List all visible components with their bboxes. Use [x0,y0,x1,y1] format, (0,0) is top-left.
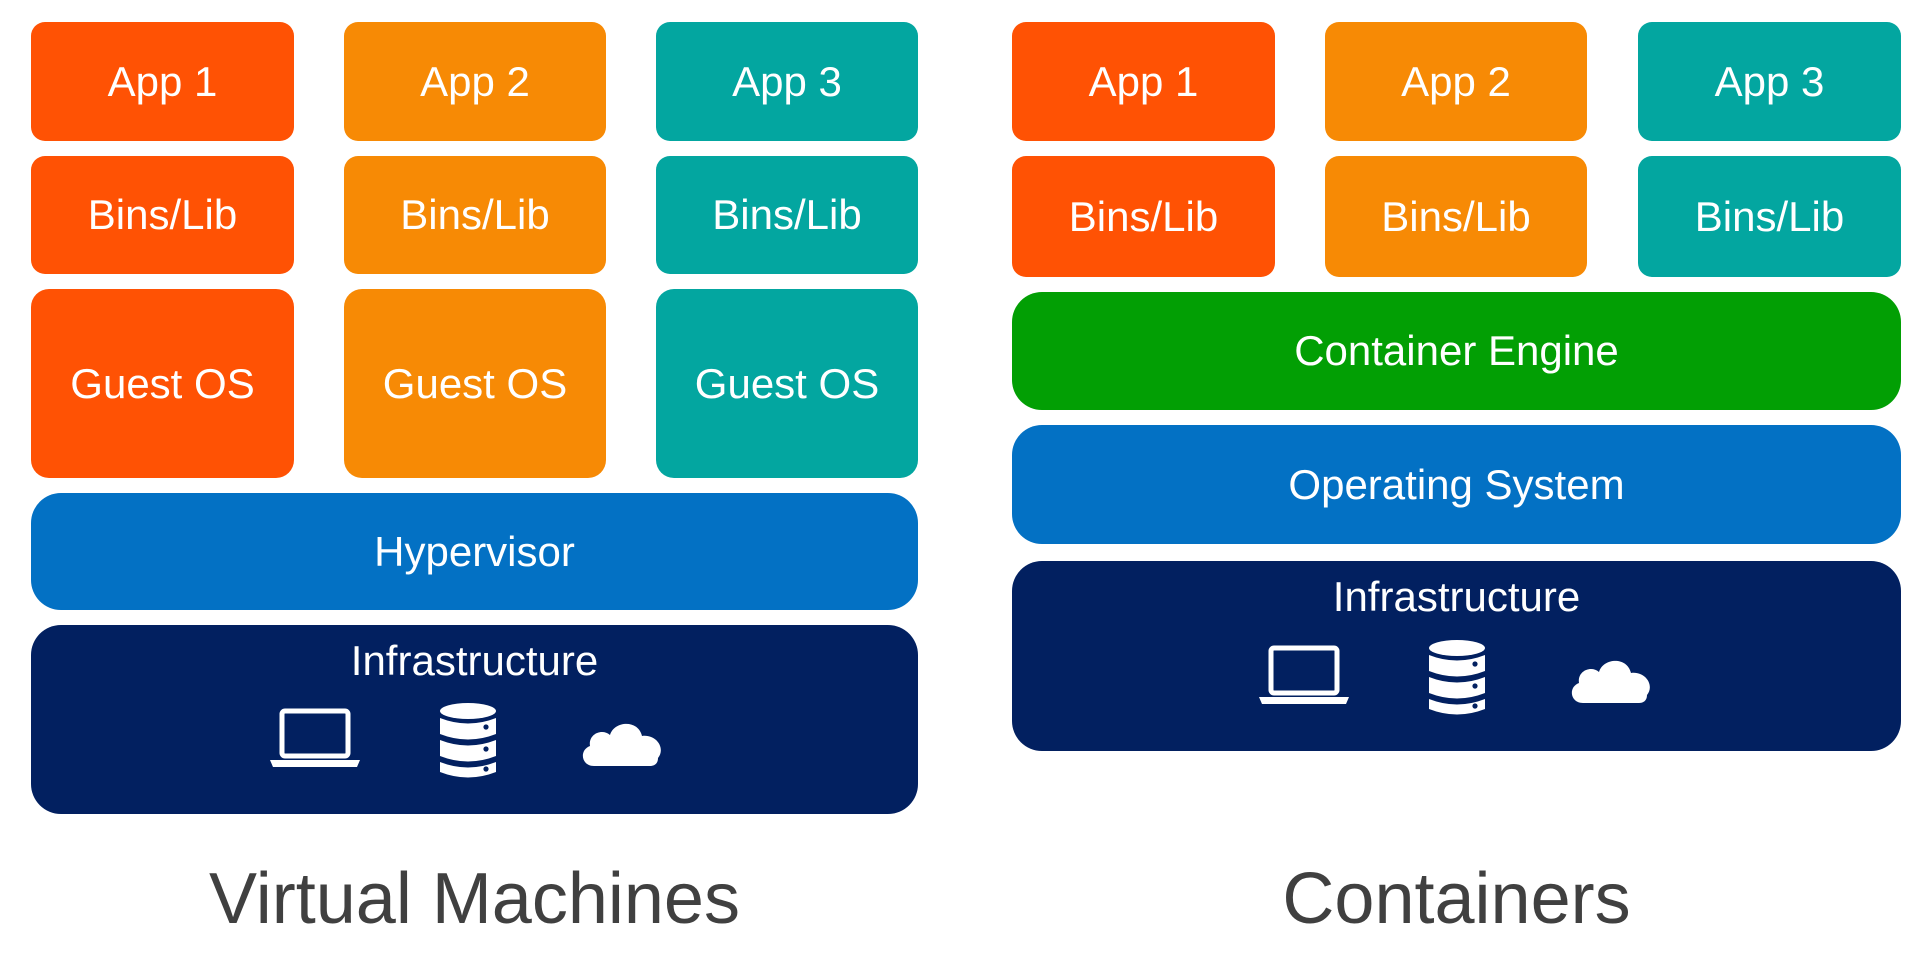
cloud-icon [1567,655,1655,710]
vm-app-2-box: App 2 [344,22,606,141]
vm-guest-os-1-box: Guest OS [31,289,294,478]
container-app-3-box: App 3 [1638,22,1901,141]
vm-bins-lib-2-box: Bins/Lib [344,156,606,274]
laptop-icon [1257,645,1351,712]
vm-infrastructure-layer: Infrastructure [31,625,918,814]
container-bins-lib-3-box: Bins/Lib [1638,156,1901,277]
vm-bins-lib-1-box: Bins/Lib [31,156,294,274]
vm-bins-lib-3-box: Bins/Lib [656,156,918,274]
vm-infrastructure-label: Infrastructure [350,637,599,684]
vm-app-3-box: App 3 [656,22,918,141]
database-icon [438,702,498,787]
vm-app-1-box: App 1 [31,22,294,141]
container-engine-layer: Container Engine [1012,292,1901,410]
virtual-machines-caption: Virtual Machines [209,859,740,939]
container-infrastructure-icons [1012,639,1901,719]
cloud-icon [578,718,666,773]
container-infrastructure-label: Infrastructure [1332,573,1581,620]
laptop-icon [268,708,362,775]
containers-caption: Containers [1282,859,1631,939]
container-infrastructure-layer: Infrastructure [1012,561,1901,751]
container-app-1-box: App 1 [1012,22,1275,141]
container-app-2-box: App 2 [1325,22,1587,141]
container-bins-lib-1-box: Bins/Lib [1012,156,1275,277]
vm-infrastructure-icons [31,702,918,782]
vm-guest-os-3-box: Guest OS [656,289,918,478]
operating-system-layer: Operating System [1012,425,1901,544]
vm-guest-os-2-box: Guest OS [344,289,606,478]
container-bins-lib-2-box: Bins/Lib [1325,156,1587,277]
hypervisor-layer: Hypervisor [31,493,918,610]
database-icon [1427,639,1487,724]
